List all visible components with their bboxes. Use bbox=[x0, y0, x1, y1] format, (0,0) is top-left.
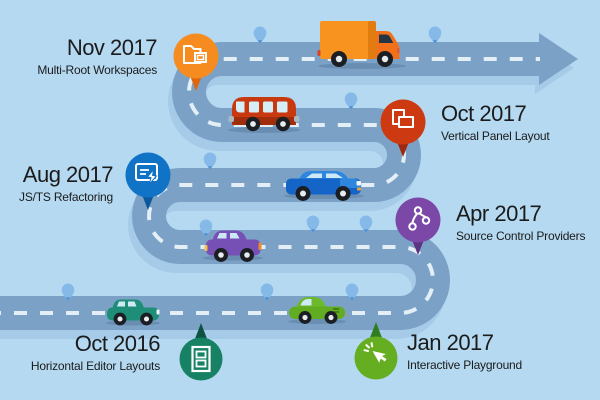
pin-jan-2017 bbox=[354, 322, 398, 380]
milestone-oct-2017: Oct 2017 Vertical Panel Layout bbox=[441, 101, 550, 143]
milestone-oct-2016: Oct 2016 Horizontal Editor Layouts bbox=[30, 331, 161, 373]
milestone-label: Source Control Providers bbox=[456, 228, 586, 243]
road bbox=[0, 33, 578, 330]
milestone-label: Horizontal Editor Layouts bbox=[30, 358, 160, 373]
milestone-label: JS/TS Refactoring bbox=[19, 189, 113, 204]
milestone-date: Nov 2017 bbox=[66, 35, 158, 60]
milestone-jan-2017: Jan 2017 Interactive Playground bbox=[407, 330, 523, 372]
milestone-label: Multi-Root Workspaces bbox=[37, 62, 157, 77]
milestone-date: Jan 2017 bbox=[407, 330, 494, 355]
milestone-date: Aug 2017 bbox=[22, 162, 114, 187]
green-car bbox=[288, 297, 349, 324]
multi-root-workspaces-icon bbox=[183, 45, 207, 64]
milestone-label: Interactive Playground bbox=[407, 357, 523, 372]
delivery-truck bbox=[317, 21, 406, 69]
milestone-date: Apr 2017 bbox=[456, 201, 542, 226]
interactive-playground-icon bbox=[363, 342, 387, 363]
pin-oct-2016 bbox=[179, 323, 223, 381]
milestone-nov-2017: Nov 2017 Multi-Root Workspaces bbox=[37, 35, 158, 77]
pin-aug-2017 bbox=[125, 152, 171, 210]
milestone-apr-2017: Apr 2017 Source Control Providers bbox=[456, 201, 586, 243]
teal-car bbox=[106, 299, 160, 326]
horizontal-editor-layouts-icon bbox=[191, 345, 211, 373]
milestone-date: Oct 2017 bbox=[441, 101, 527, 126]
pin-nov-2017 bbox=[173, 33, 219, 91]
vertical-panel-layout-icon bbox=[392, 109, 414, 128]
pin-apr-2017 bbox=[395, 197, 441, 255]
bus bbox=[228, 97, 300, 133]
js-ts-refactoring-icon bbox=[135, 163, 158, 185]
source-control-icon bbox=[408, 206, 431, 231]
road-arrow-head bbox=[539, 33, 578, 85]
pin-oct-2017 bbox=[380, 99, 426, 157]
milestone-date: Oct 2016 bbox=[74, 331, 161, 356]
road-center-dashes bbox=[0, 57, 540, 315]
milestone-label: Vertical Panel Layout bbox=[441, 128, 550, 143]
milestone-aug-2017: Aug 2017 JS/TS Refactoring bbox=[19, 162, 114, 204]
purple-car bbox=[203, 230, 263, 262]
blue-sedan bbox=[284, 171, 364, 201]
